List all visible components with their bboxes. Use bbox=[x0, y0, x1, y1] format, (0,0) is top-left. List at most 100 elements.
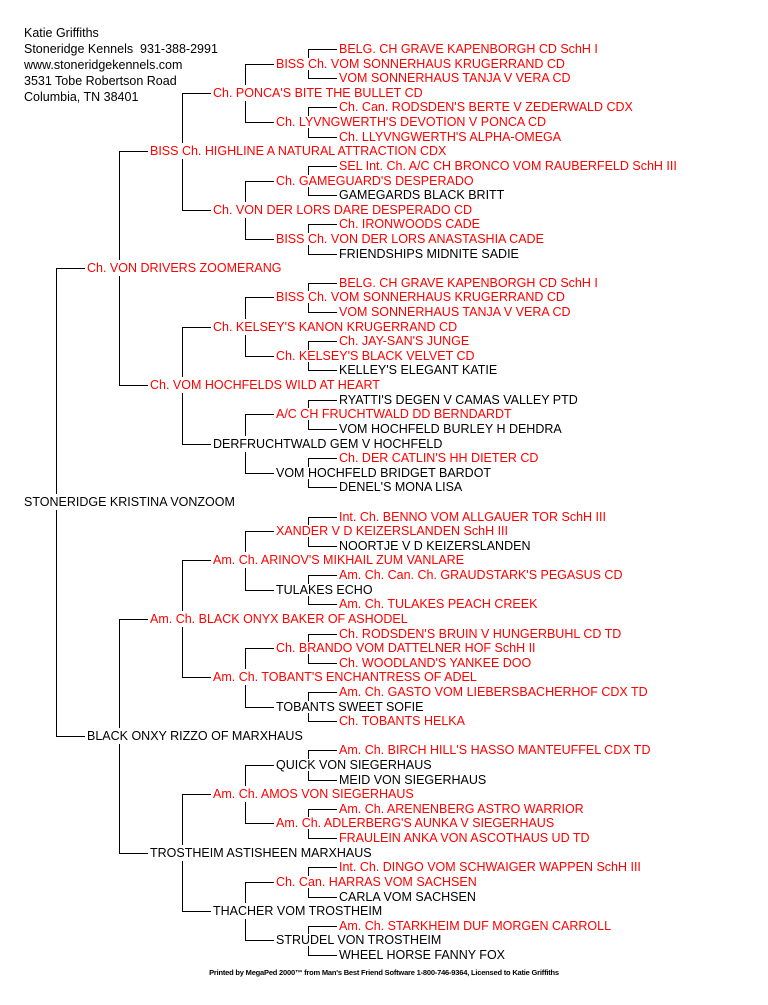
pedigree-dog-gen5: BELG. CH GRAVE KAPENBORGH CD SchH I bbox=[339, 42, 598, 56]
pedigree-dog-gen5: CARLA VOM SACHSEN bbox=[339, 890, 476, 904]
connector-line bbox=[245, 64, 246, 85]
pedigree-dog-gen1: Ch. VON DRIVERS ZOOMERANG bbox=[87, 261, 282, 275]
pedigree-dog-gen4: Ch. Can. HARRAS VOM SACHSEN bbox=[276, 875, 477, 889]
pedigree-dog-gen3: Am. Ch. ARINOV'S MIKHAIL ZUM VANLARE bbox=[213, 553, 465, 567]
connector-line bbox=[119, 151, 120, 260]
connector-line bbox=[308, 867, 309, 876]
connector-line bbox=[308, 254, 337, 255]
connector-line bbox=[308, 750, 337, 751]
connector-line bbox=[245, 181, 246, 202]
connector-line bbox=[182, 560, 211, 561]
connector-line bbox=[245, 648, 274, 649]
pedigree-dog-gen5: MEID VON SIEGERHAUS bbox=[339, 773, 487, 787]
connector-line bbox=[308, 420, 309, 430]
pedigree-dog-gen5: FRIENDSHIPS MIDNITE SADIE bbox=[339, 247, 519, 261]
connector-line bbox=[56, 268, 57, 494]
connector-line bbox=[245, 765, 246, 786]
pedigree-dog-gen0: STONERIDGE KRISTINA VONZOOM bbox=[24, 495, 235, 509]
pedigree-dog-gen4: Ch. KELSEY'S BLACK VELVET CD bbox=[276, 349, 475, 363]
connector-line bbox=[245, 122, 274, 123]
connector-line bbox=[182, 861, 183, 912]
pedigree-dog-gen5: Am. Ch. TULAKES PEACH CREEK bbox=[339, 597, 538, 611]
connector-line bbox=[308, 283, 309, 291]
connector-line bbox=[245, 297, 246, 319]
connector-line bbox=[308, 107, 337, 108]
connector-line bbox=[308, 604, 337, 605]
connector-line bbox=[245, 64, 274, 65]
kennel-website: www.stoneridgekennels.com bbox=[24, 58, 183, 72]
connector-line bbox=[308, 487, 337, 488]
connector-line bbox=[308, 926, 309, 934]
connector-line bbox=[245, 239, 274, 240]
connector-line bbox=[308, 596, 309, 605]
pedigree-dog-gen2: TROSTHEIM ASTISHEEN MARXHAUS bbox=[150, 846, 372, 860]
connector-line bbox=[308, 107, 309, 116]
connector-line bbox=[308, 575, 309, 584]
connector-line bbox=[308, 517, 309, 525]
pedigree-dog-gen1: BLACK ONXY RIZZO OF MARXHAUS bbox=[87, 729, 303, 743]
pedigree-dog-gen4: Ch. GAMEGUARD'S DESPERADO bbox=[276, 174, 474, 188]
connector-line bbox=[308, 654, 309, 664]
connector-line bbox=[245, 531, 274, 532]
connector-line bbox=[308, 479, 309, 488]
pedigree-dog-gen5: Int. Ch. BENNO VOM ALLGAUER TOR SchH III bbox=[339, 510, 606, 524]
pedigree-dog-gen5: Ch. RODSDEN'S BRUIN V HUNGERBUHL CD TD bbox=[339, 627, 622, 641]
pedigree-dog-gen4: STRUDEL VON TROSTHEIM bbox=[276, 933, 442, 947]
pedigree-dog-gen3: Am. Ch. AMOS VON SIEGERHAUS bbox=[213, 787, 414, 801]
connector-line bbox=[245, 452, 246, 474]
connector-line bbox=[308, 283, 337, 284]
connector-line bbox=[308, 888, 309, 898]
pedigree-dog-gen5: RYATTI'S DEGEN V CAMAS VALLEY PTD bbox=[339, 393, 578, 407]
pedigree-dog-gen5: Ch. TOBANTS HELKA bbox=[339, 714, 465, 728]
pedigree-dog-gen5: KELLEY'S ELEGANT KATIE bbox=[339, 363, 498, 377]
pedigree-dog-gen5: Int. Ch. DINGO VOM SCHWAIGER WAPPEN SchH… bbox=[339, 860, 641, 874]
pedigree-dog-gen4: TULAKES ECHO bbox=[276, 583, 373, 597]
pedigree-dog-gen5: Ch. JAY-SAN'S JUNGE bbox=[339, 334, 470, 348]
pedigree-dog-gen5: Ch. DER CATLIN'S HH DIETER CD bbox=[339, 451, 539, 465]
connector-line bbox=[119, 744, 120, 854]
pedigree-dog-gen3: Ch. KELSEY'S KANON KRUGERRAND CD bbox=[213, 320, 458, 334]
connector-line bbox=[308, 166, 337, 167]
connector-line bbox=[308, 721, 337, 722]
connector-line bbox=[308, 780, 337, 781]
connector-line bbox=[245, 685, 246, 708]
connector-line bbox=[308, 224, 309, 233]
connector-line bbox=[245, 590, 274, 591]
connector-line bbox=[308, 187, 309, 196]
pedigree-dog-gen3: Am. Ch. TOBANT'S ENCHANTRESS OF ADEL bbox=[213, 670, 477, 684]
connector-line bbox=[182, 93, 183, 143]
pedigree-dog-gen2: Ch. VOM HOCHFELDS WILD AT HEART bbox=[150, 378, 380, 392]
connector-line bbox=[182, 627, 183, 678]
connector-line bbox=[308, 809, 309, 817]
pedigree-dog-gen4: Ch. LYVNGWERTH'S DEVOTION V PONCA CD bbox=[276, 115, 547, 129]
pedigree-dog-gen4: BISS Ch. VOM SONNERHAUS KRUGERRAND CD bbox=[276, 57, 565, 71]
connector-line bbox=[182, 393, 183, 445]
connector-line bbox=[119, 385, 148, 386]
connector-line bbox=[56, 268, 85, 269]
connector-line bbox=[308, 429, 337, 430]
connector-line bbox=[308, 926, 337, 927]
connector-line bbox=[245, 882, 246, 903]
connector-line bbox=[245, 823, 274, 824]
connector-line bbox=[245, 356, 274, 357]
connector-line bbox=[308, 245, 309, 255]
pedigree-dog-gen4: A/C CH FRUCHTWALD DD BERNDARDT bbox=[276, 407, 512, 421]
connector-line bbox=[182, 210, 211, 211]
connector-line bbox=[308, 771, 309, 781]
connector-line bbox=[308, 341, 309, 350]
connector-line bbox=[56, 510, 57, 737]
footer-credit: Printed by MegaPed 2000™ from Man's Best… bbox=[209, 968, 559, 977]
connector-line bbox=[245, 707, 274, 708]
pedigree-dog-gen5: FRAULEIN ANKA VON ASCOTHAUS UD TD bbox=[339, 831, 590, 845]
connector-line bbox=[182, 794, 183, 845]
connector-line bbox=[245, 648, 246, 669]
connector-line bbox=[308, 78, 337, 79]
connector-line bbox=[308, 303, 309, 313]
pedigree-dog-gen5: Ch. LLYVNGWERTH'S ALPHA-OMEGA bbox=[339, 130, 562, 144]
pedigree-dog-gen5: Am. Ch. BIRCH HILL'S HASSO MANTEUFFEL CD… bbox=[339, 743, 651, 757]
connector-line bbox=[308, 70, 309, 79]
connector-line bbox=[308, 546, 337, 547]
connector-line bbox=[245, 919, 246, 941]
pedigree-dog-gen4: TOBANTS SWEET SOFIE bbox=[276, 700, 424, 714]
connector-line bbox=[245, 101, 246, 123]
